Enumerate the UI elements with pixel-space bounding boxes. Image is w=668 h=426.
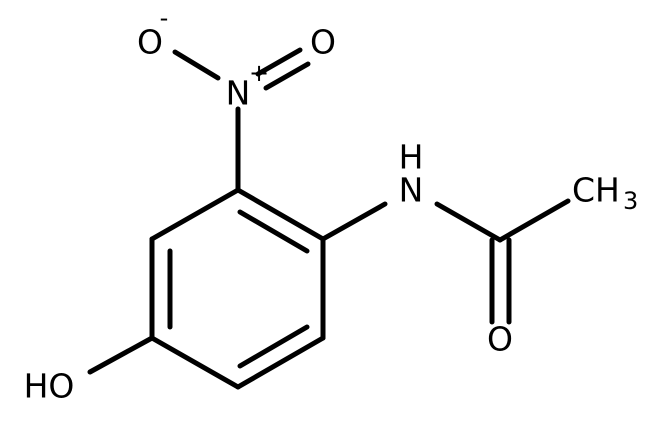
bond-carbonyl-c-to-ch3 (497, 198, 571, 243)
atom-h-on-nitrogen: H (399, 138, 424, 177)
acetamide-group: H N CH 3 O (320, 138, 638, 359)
ring-double-bond-inner-2 (237, 324, 310, 369)
charge-plus: + (249, 59, 269, 87)
bond-ring-to-nh (320, 201, 388, 242)
atom-o-double: O (310, 23, 336, 62)
atom-n-amide: N (399, 171, 424, 210)
bond-n-to-o-double-b (263, 61, 311, 91)
ring-double-bond-inner-1 (237, 209, 310, 254)
charge-minus: - (160, 4, 169, 32)
nitro-group: O - O N + (137, 4, 336, 193)
atom-ho: HO (24, 367, 75, 406)
hydroxyl-group: HO (24, 335, 155, 406)
atom-n-plus: N (226, 74, 251, 113)
ring-bond-c3-c4 (235, 335, 326, 390)
ring-bond-c6-c1 (149, 187, 241, 242)
atom-o-carbonyl: O (487, 320, 513, 359)
ring-bond-c1-c2 (235, 187, 326, 242)
bond-ring-to-oh (87, 335, 155, 375)
atom-o-minus: O (137, 23, 163, 62)
ch3-subscript: 3 (623, 187, 638, 215)
bond-n-to-o-minus (172, 49, 221, 81)
bond-nh-to-carbonyl-c (434, 201, 503, 243)
ring-bond-c4-c5 (149, 335, 241, 390)
atom-ch3: CH (572, 171, 620, 210)
bond-n-to-o-double-a (255, 47, 303, 77)
benzene-ring (149, 187, 326, 390)
